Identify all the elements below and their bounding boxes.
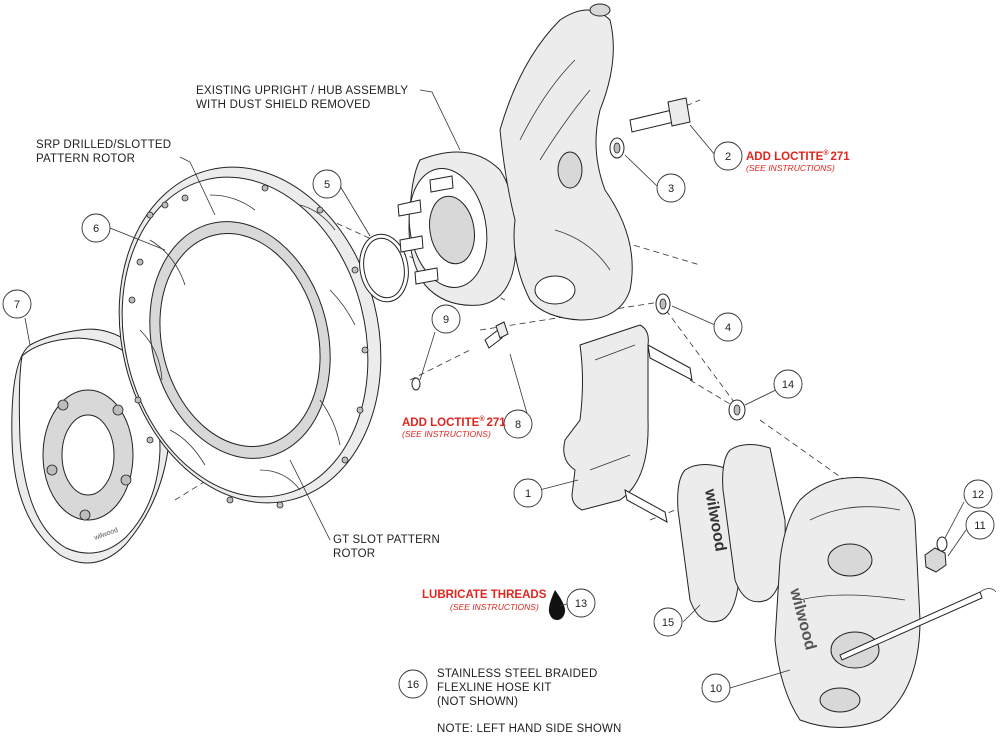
svg-text:7: 7 xyxy=(14,299,20,311)
callout-12: 12 xyxy=(963,479,993,509)
callout-2: 2 xyxy=(713,141,743,171)
washer-part-9 xyxy=(411,377,421,391)
lubricate-note: LUBRICATE THREADS (SEE INSTRUCTIONS) xyxy=(422,589,547,612)
svg-text:ROTOR: ROTOR xyxy=(333,548,375,560)
callout-5: 5 xyxy=(312,169,342,199)
srp-rotor-label: SRP DRILLED/SLOTTED PATTERN ROTOR xyxy=(36,139,171,165)
callout-16: 16 xyxy=(398,669,428,699)
svg-text:10: 10 xyxy=(710,683,722,695)
svg-text:8: 8 xyxy=(515,419,521,431)
upright-label: EXISTING UPRIGHT / HUB ASSEMBLY WITH DUS… xyxy=(196,85,408,111)
brake-rotor-part-6 xyxy=(118,166,382,509)
callout-9: 9 xyxy=(431,304,461,334)
callout-3: 3 xyxy=(656,173,686,203)
svg-text:16: 16 xyxy=(407,679,419,691)
callout-4: 4 xyxy=(713,312,743,342)
svg-text:LUBRICATE THREADS: LUBRICATE THREADS xyxy=(422,589,547,601)
svg-text:(NOT SHOWN): (NOT SHOWN) xyxy=(437,696,518,708)
loctite-note-2: ADD LOCTITE®271 (SEE INSTRUCTIONS) xyxy=(746,149,850,173)
svg-text:5: 5 xyxy=(324,179,330,191)
svg-text:4: 4 xyxy=(725,322,731,334)
svg-text:(SEE INSTRUCTIONS): (SEE INSTRUCTIONS) xyxy=(402,429,491,439)
svg-text:FLEXLINE HOSE KIT: FLEXLINE HOSE KIT xyxy=(437,682,552,694)
callout-10: 10 xyxy=(701,673,731,703)
svg-text:2: 2 xyxy=(725,151,731,163)
upright-hub-assembly xyxy=(397,3,633,321)
loctite-note-8: ADD LOCTITE®271 (SEE INSTRUCTIONS) xyxy=(402,415,506,439)
svg-text:ADD LOCTITE®271: ADD LOCTITE®271 xyxy=(402,415,506,429)
svg-text:9: 9 xyxy=(443,314,449,326)
callout-11: 11 xyxy=(965,510,995,540)
callout-14: 14 xyxy=(773,369,803,399)
brake-pads-part-15: wilwood xyxy=(677,444,786,623)
callout-15: 15 xyxy=(653,607,683,637)
svg-text:15: 15 xyxy=(662,617,674,629)
o-ring-part-5 xyxy=(359,233,409,303)
caliper-part-10: wilwood xyxy=(774,477,997,728)
svg-text:STAINLESS STEEL BRAIDED: STAINLESS STEEL BRAIDED xyxy=(437,668,598,680)
svg-text:13: 13 xyxy=(575,598,587,610)
washer-part-4 xyxy=(655,293,671,315)
svg-text:WITH DUST SHIELD REMOVED: WITH DUST SHIELD REMOVED xyxy=(196,99,371,111)
bolt-part-8 xyxy=(484,321,509,349)
svg-text:11: 11 xyxy=(974,520,985,532)
leader-lines xyxy=(24,89,967,689)
note-label: NOTE: LEFT HAND SIDE SHOWN xyxy=(437,723,622,735)
callout-1: 1 xyxy=(513,478,543,508)
svg-text:14: 14 xyxy=(782,379,794,391)
svg-text:SRP DRILLED/SLOTTED: SRP DRILLED/SLOTTED xyxy=(36,139,171,151)
svg-text:ADD LOCTITE®271: ADD LOCTITE®271 xyxy=(746,149,850,163)
svg-text:6: 6 xyxy=(93,223,99,235)
svg-text:GT SLOT PATTERN: GT SLOT PATTERN xyxy=(333,534,440,546)
svg-text:EXISTING UPRIGHT / HUB ASSEMBL: EXISTING UPRIGHT / HUB ASSEMBLY xyxy=(196,85,408,97)
bolt-part-2 xyxy=(629,97,691,133)
svg-text:(SEE INSTRUCTIONS): (SEE INSTRUCTIONS) xyxy=(450,602,539,612)
svg-text:PATTERN ROTOR: PATTERN ROTOR xyxy=(36,153,135,165)
callout-7: 7 xyxy=(2,289,32,319)
rotor-hat-part-7: wilwood xyxy=(11,328,169,564)
washer-part-12 xyxy=(936,536,948,552)
lubricate-drop-icon xyxy=(548,590,566,620)
svg-text:(SEE INSTRUCTIONS): (SEE INSTRUCTIONS) xyxy=(746,163,835,173)
gt-rotor-label: GT SLOT PATTERN ROTOR xyxy=(333,534,440,560)
nut-part-11 xyxy=(924,547,947,573)
svg-text:3: 3 xyxy=(668,183,674,195)
hose-kit-label: STAINLESS STEEL BRAIDED FLEXLINE HOSE KI… xyxy=(437,668,598,708)
washer-part-3 xyxy=(609,137,625,159)
svg-text:12: 12 xyxy=(972,489,984,501)
caliper-bracket-part-1 xyxy=(563,324,693,523)
svg-text:1: 1 xyxy=(525,488,531,500)
washer-part-14 xyxy=(728,399,746,421)
callout-8: 8 xyxy=(503,409,533,439)
callout-6: 6 xyxy=(81,213,111,243)
callout-13: 13 xyxy=(566,588,596,618)
